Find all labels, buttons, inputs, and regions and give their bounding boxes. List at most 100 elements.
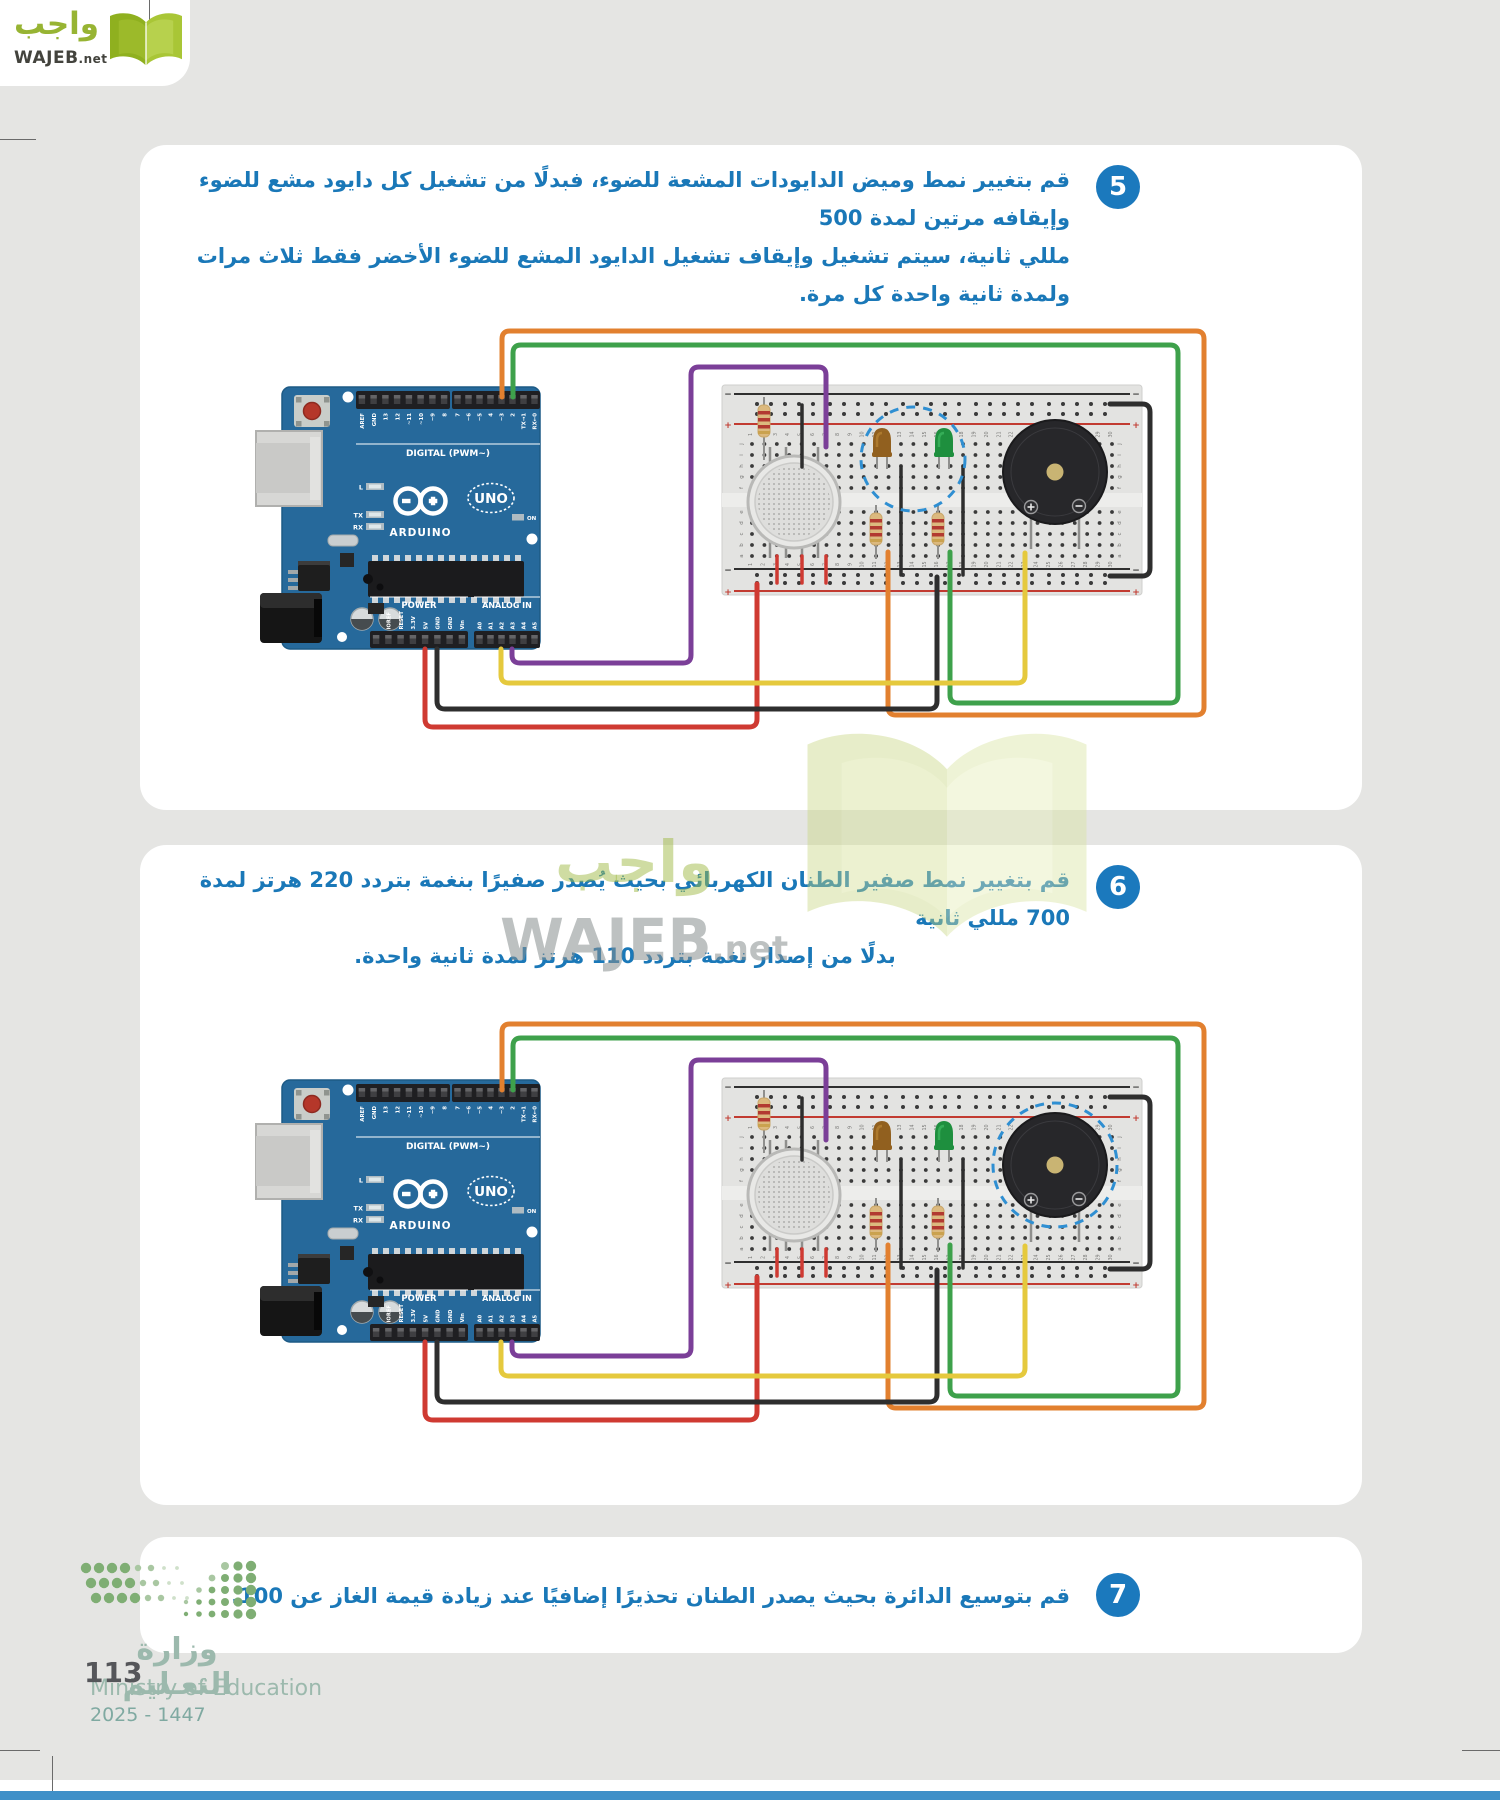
ic-leg bbox=[493, 1290, 499, 1296]
breadboard-hole bbox=[1075, 402, 1079, 406]
breadboard-hole bbox=[985, 486, 990, 490]
status-led-label: TX bbox=[354, 1205, 363, 1213]
pin-socket bbox=[498, 395, 505, 404]
moe-dot bbox=[157, 1594, 165, 1602]
breadboard-hole bbox=[1072, 554, 1077, 558]
breadboard-hole bbox=[985, 1179, 990, 1183]
breadboard-hole bbox=[755, 573, 759, 577]
breadboard-hole bbox=[1035, 1236, 1040, 1240]
breadboard-hole bbox=[750, 1146, 754, 1150]
breadboard-hole bbox=[948, 1225, 953, 1229]
wajeb-logo-name: WAJEB bbox=[14, 48, 79, 68]
bb-col-number: 6 bbox=[810, 1126, 816, 1129]
breadboard-hole bbox=[911, 510, 916, 514]
rect bbox=[324, 397, 330, 403]
pin-socket bbox=[370, 1088, 377, 1097]
arduino-brand: ARDUINO bbox=[389, 527, 451, 539]
step5-line1: قم بتغيير نمط وميض الدايودات المشعة للضو… bbox=[198, 168, 1070, 230]
arduino-logo bbox=[393, 1179, 448, 1209]
breadboard-hole bbox=[973, 543, 978, 547]
bb-col-number: 24 bbox=[1034, 561, 1040, 567]
breadboard-hole bbox=[1002, 402, 1006, 406]
bb-col-number: 2 bbox=[760, 563, 766, 566]
breadboard-hole bbox=[998, 453, 1003, 457]
pin-socket-top bbox=[429, 395, 436, 399]
status-led-label: TX bbox=[354, 512, 363, 520]
breadboard-hole bbox=[1072, 532, 1077, 536]
rect bbox=[260, 593, 322, 608]
pin-socket bbox=[520, 395, 527, 404]
breadboard-hole bbox=[812, 453, 816, 457]
pin-socket-top bbox=[429, 1088, 436, 1092]
breadboard-hole bbox=[1097, 1214, 1102, 1218]
breadboard-hole bbox=[774, 1135, 779, 1139]
pin-socket-top bbox=[476, 635, 483, 639]
breadboard-hole bbox=[1061, 1274, 1065, 1278]
ic-leg bbox=[427, 1248, 433, 1254]
pin-label: 13 bbox=[384, 413, 390, 421]
pin-socket bbox=[465, 395, 472, 404]
ic-leg bbox=[449, 597, 455, 603]
pin-socket-top bbox=[370, 1088, 377, 1092]
breadboard-hole bbox=[974, 1274, 978, 1278]
breadboard-hole bbox=[948, 1203, 953, 1207]
moe-dot bbox=[208, 1586, 216, 1594]
resistor-band bbox=[932, 533, 944, 537]
ic-leg bbox=[438, 555, 444, 561]
breadboard-hole bbox=[1060, 543, 1065, 547]
step6-line1: قم بتغيير نمط صفير الطنان الكهربائي بحيث… bbox=[199, 868, 1070, 930]
bb-col-number: 14 bbox=[909, 561, 915, 567]
breadboard-hole bbox=[985, 510, 990, 514]
bb-col-number: 1 bbox=[748, 1256, 754, 1259]
breadboard-hole bbox=[973, 1214, 978, 1218]
bb-row-letter: f bbox=[739, 486, 745, 489]
small-chip bbox=[368, 1296, 384, 1307]
breadboard-hole bbox=[1072, 1236, 1077, 1240]
pin-label: GND bbox=[448, 616, 454, 630]
breadboard-hole bbox=[915, 402, 919, 406]
ic-leg bbox=[460, 555, 466, 561]
pin-socket-top bbox=[393, 395, 401, 399]
breadboard-hole bbox=[849, 510, 854, 514]
breadboard-hole bbox=[957, 581, 961, 585]
reset-button[interactable] bbox=[294, 395, 330, 427]
breadboard-hole bbox=[842, 1274, 846, 1278]
pin-label: 2 bbox=[511, 1106, 517, 1110]
gas-sensor bbox=[746, 454, 842, 550]
bb-col-number: 22 bbox=[1009, 561, 1015, 567]
breadboard-hole bbox=[923, 521, 928, 525]
moe-dot bbox=[85, 1577, 97, 1589]
led-green bbox=[934, 428, 954, 469]
breadboard-hole bbox=[750, 1157, 754, 1161]
pin-socket bbox=[509, 395, 516, 404]
rect bbox=[298, 565, 330, 591]
pin-socket-top bbox=[531, 635, 538, 639]
breadboard-hole bbox=[988, 573, 992, 577]
breadboard-hole bbox=[1072, 543, 1077, 547]
path bbox=[351, 619, 373, 630]
breadboard-hole bbox=[828, 581, 832, 585]
bb-col-number: 22 bbox=[1009, 431, 1015, 437]
pin-label: 4 bbox=[489, 1106, 495, 1110]
resistor-band bbox=[932, 1226, 944, 1230]
breadboard-hole bbox=[929, 1095, 933, 1099]
bb-col-number: 25 bbox=[1046, 561, 1052, 567]
breadboard-hole bbox=[998, 554, 1003, 558]
breadboard-hole bbox=[985, 442, 990, 446]
moe-dot bbox=[147, 1564, 155, 1572]
pin-socket bbox=[498, 635, 505, 644]
circle bbox=[376, 583, 384, 591]
pin-label: ~10 bbox=[419, 413, 425, 425]
breadboard-hole bbox=[886, 1214, 891, 1218]
breadboard-hole bbox=[948, 1236, 953, 1240]
breadboard-hole bbox=[985, 1157, 990, 1161]
breadboard-hole bbox=[1085, 554, 1090, 558]
breadboard-hole bbox=[1072, 521, 1077, 525]
mounting-hole bbox=[342, 391, 354, 403]
ic-leg bbox=[394, 555, 400, 561]
pin-socket bbox=[487, 1328, 494, 1337]
bb-col-number: 27 bbox=[1071, 561, 1077, 567]
breadboard-hole bbox=[861, 486, 866, 490]
breadboard-hole bbox=[836, 1247, 841, 1251]
reset-button[interactable] bbox=[294, 1088, 330, 1120]
